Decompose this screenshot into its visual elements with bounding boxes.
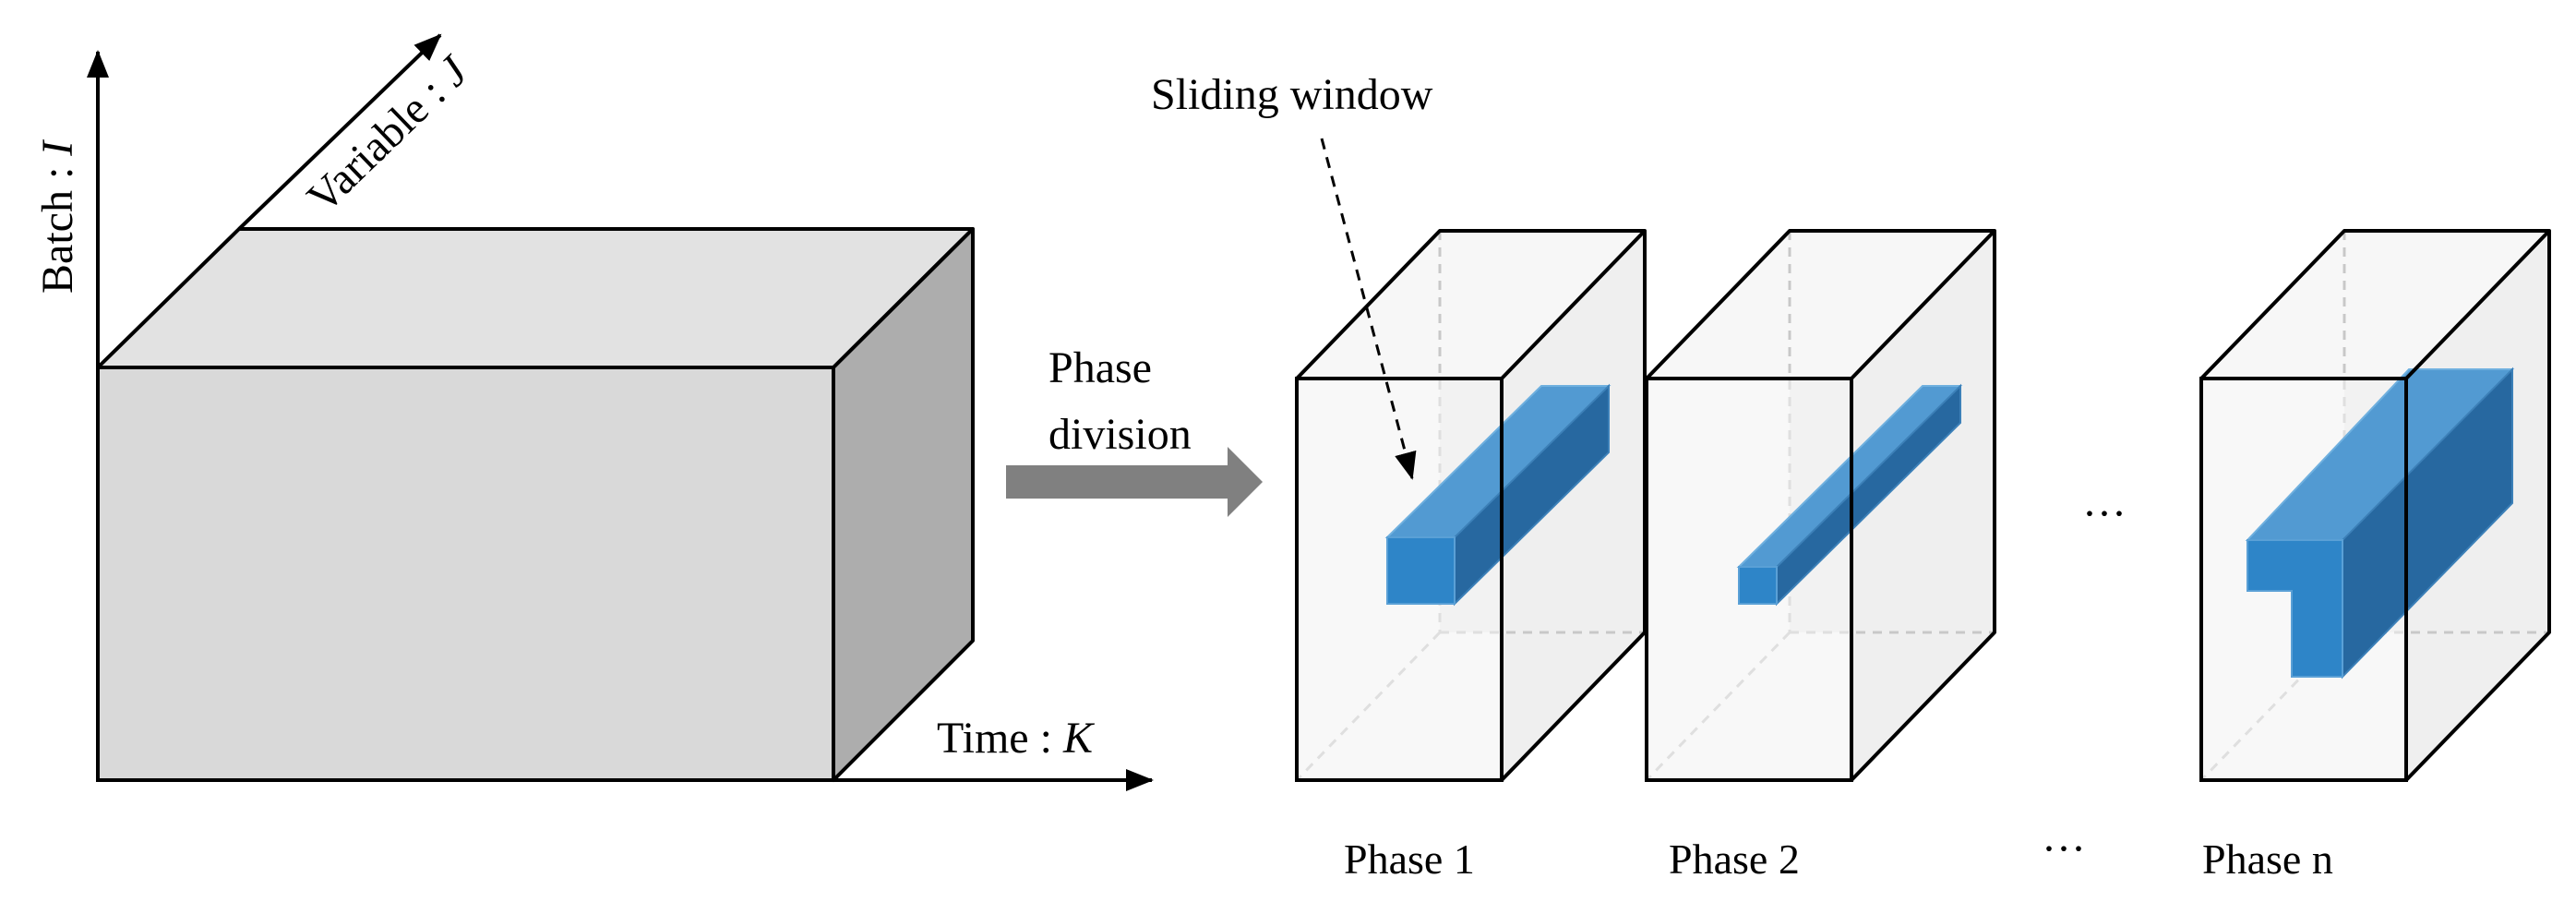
- variable-axis-label: Variable : J: [298, 45, 479, 222]
- ellipsis-middle: ···: [2082, 489, 2127, 538]
- sliding-window-bar-1: [1384, 383, 1611, 607]
- cube-front-face: [96, 366, 835, 782]
- ellipsis-captions: ···: [2042, 824, 2086, 873]
- phase-1-caption: Phase 1: [1344, 836, 1475, 883]
- cube-top-face: [96, 227, 975, 369]
- phase-division-label-line1: Phase: [1048, 343, 1152, 392]
- sliding-window-bar-n: [2245, 367, 2515, 680]
- sliding-window-pointer: [1320, 138, 1417, 480]
- variable-axis: [237, 33, 442, 231]
- data-cube: [96, 227, 975, 782]
- phase-box-1: [1295, 229, 1647, 782]
- phase-division-arrow: [1006, 447, 1263, 517]
- batch-axis-label: Batch : I: [33, 139, 82, 294]
- phase-box-n: [2199, 229, 2551, 782]
- sliding-window-label: Sliding window: [1151, 70, 1433, 119]
- axes: [87, 33, 1154, 791]
- time-axis-label: Time : K: [937, 714, 1096, 763]
- phase-box-2: [1645, 229, 1996, 782]
- phase-division-label-line2: division: [1048, 410, 1192, 459]
- phase-n-caption: Phase n: [2202, 836, 2333, 883]
- phase-2-caption: Phase 2: [1669, 836, 1800, 883]
